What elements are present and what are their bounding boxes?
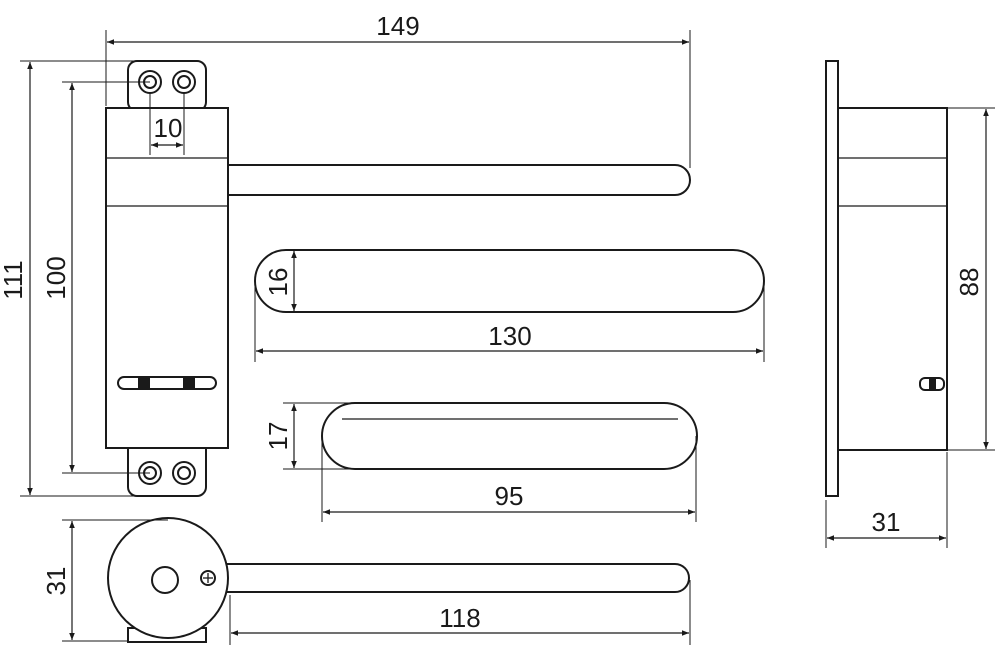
cover-part: [321, 402, 698, 470]
dim-overall-height: 111: [0, 60, 134, 497]
dim-label-17: 17: [263, 422, 293, 451]
dim-label-31-side: 31: [872, 507, 901, 537]
side-view: 88 31: [825, 60, 995, 548]
dim-label-111: 111: [0, 260, 28, 300]
adjustment-slot: [117, 376, 217, 390]
bottom-view: 31 118: [41, 517, 691, 645]
dim-hole-height: 100: [41, 81, 150, 474]
dim-label-95: 95: [495, 481, 524, 511]
dim-label-130: 130: [488, 321, 531, 351]
side-body: [837, 107, 948, 451]
dim-label-31-bottom: 31: [41, 567, 71, 596]
dim-label-118: 118: [439, 603, 480, 633]
bottom-hole: [151, 566, 179, 594]
closer-body: [105, 107, 229, 449]
dim-label-16: 16: [263, 268, 293, 297]
arm-part: [254, 249, 765, 313]
arm-detail: 16 130: [254, 249, 765, 362]
front-arm: [225, 164, 691, 196]
dim-overall-width: 149: [105, 11, 691, 168]
dim-label-88: 88: [954, 268, 984, 297]
bottom-arm: [219, 563, 690, 593]
cover-detail: 17 95: [263, 402, 698, 522]
front-view: [105, 60, 691, 497]
dim-hole-spacing: 10: [149, 93, 185, 155]
dim-label-149: 149: [376, 11, 419, 41]
side-plate: [825, 60, 839, 497]
dim-label-10: 10: [154, 113, 183, 143]
dim-label-100: 100: [41, 256, 71, 299]
